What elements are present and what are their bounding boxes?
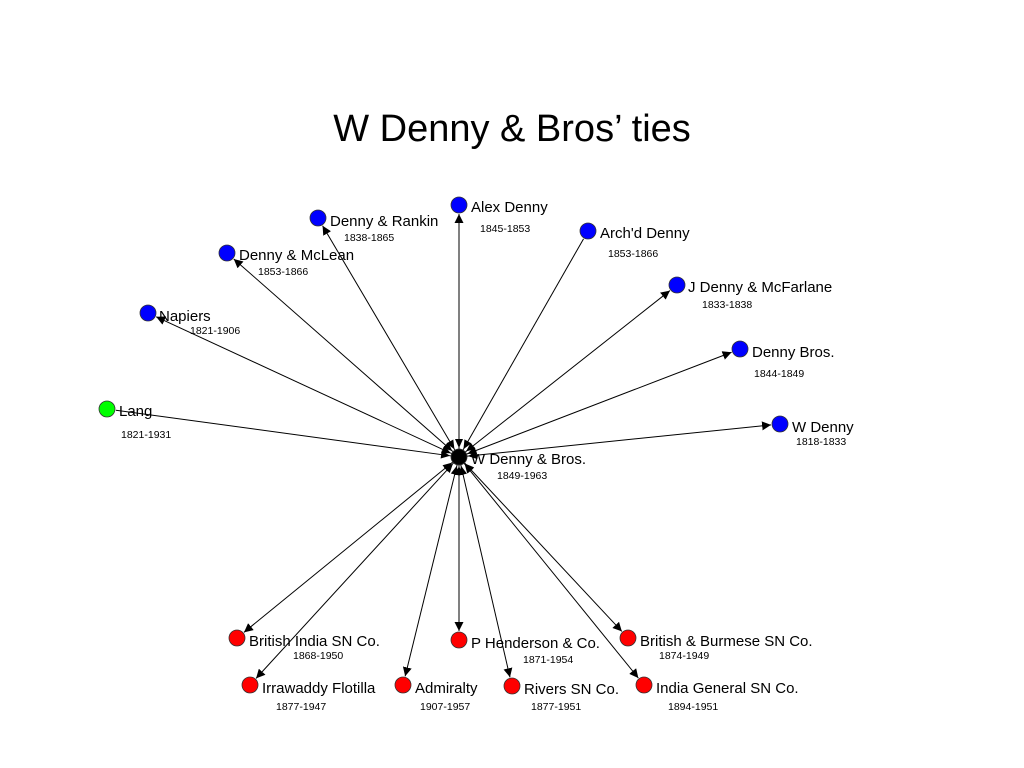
edge-archd-denny [461, 238, 584, 453]
node-alex-denny[interactable]: Alex Denny 1845-1853 [450, 196, 548, 235]
node-label: J Denny & McFarlane [688, 279, 832, 296]
node-years: 1838-1865 [344, 232, 394, 244]
edge-british-burmese [462, 461, 623, 632]
node-label: India General SN Co. [656, 680, 799, 697]
node-label: Napiers [159, 308, 211, 325]
center-arrowhead-irrawaddy [443, 463, 453, 473]
partner-node-marker[interactable] [450, 196, 468, 214]
node-label: Arch'd Denny [600, 225, 690, 242]
node-years: 1907-1957 [420, 701, 470, 713]
client-node-marker[interactable] [503, 677, 521, 695]
center-node-years: 1849-1963 [497, 470, 547, 482]
node-label: W Denny [792, 419, 854, 436]
center-arrowhead-rivers [459, 465, 467, 476]
center-arrowhead-denny-rankin [446, 439, 455, 450]
node-years: 1853-1866 [258, 266, 308, 278]
supplier-node-marker[interactable] [98, 400, 116, 418]
client-node-marker[interactable] [228, 629, 246, 647]
node-years: 1845-1853 [480, 223, 530, 235]
node-label: British India SN Co. [249, 633, 380, 650]
node-j-denny-mcfarlane[interactable]: J Denny & McFarlane 1833-1838 [668, 276, 832, 311]
node-british-india[interactable]: British India SN Co.1868-1950 [228, 629, 380, 662]
node-label: British & Burmese SN Co. [640, 633, 813, 650]
client-node-marker[interactable] [635, 676, 653, 694]
page-title: W Denny & Bros’ ties [333, 108, 691, 150]
edge-irrawaddy [255, 461, 456, 679]
node-years: 1894-1951 [668, 701, 718, 713]
node-layer: Alex Denny 1845-1853 Denny & Rankin 1838-18… [98, 196, 854, 713]
node-years: 1868-1950 [293, 650, 343, 662]
node-label: Admiralty [415, 680, 478, 697]
center-arrowhead-lang [440, 450, 451, 459]
node-admiralty[interactable]: Admiralty 1907-1957 [394, 676, 478, 713]
node-years: 1853-1866 [608, 248, 658, 260]
node-denny-mclean[interactable]: Denny & McLean 1853-1866 [218, 244, 354, 278]
node-label: Lang [119, 403, 152, 420]
node-years: 1818-1833 [796, 436, 846, 448]
node-years: 1821-1906 [190, 325, 240, 337]
client-node-marker[interactable] [394, 676, 412, 694]
center-arrowhead-napiers [440, 445, 451, 454]
node-years: 1821-1931 [121, 429, 171, 441]
node-label: Denny Bros. [752, 344, 835, 361]
node-denny-rankin[interactable]: Denny & Rankin 1838-1865 [309, 209, 438, 244]
node-label: Denny & Rankin [330, 213, 438, 230]
partner-node-marker[interactable] [731, 340, 749, 358]
node-british-burmese[interactable]: British & Burmese SN Co.1874-1949 [619, 629, 813, 662]
partner-node-marker[interactable] [309, 209, 327, 227]
edge-denny-bros [464, 351, 732, 456]
node-years: 1871-1954 [523, 654, 573, 666]
node-denny-bros[interactable]: Denny Bros. 1844-1849 [731, 340, 835, 380]
edge-british-india [243, 460, 455, 633]
client-node-marker[interactable] [619, 629, 637, 647]
node-lang[interactable]: Lang 1821-1931 [98, 400, 171, 441]
center-node-label: W Denny & Bros. [471, 451, 586, 468]
node-irrawaddy[interactable]: Irrawaddy Flotilla 1877-1947 [241, 676, 376, 713]
node-years: 1877-1947 [276, 701, 326, 713]
center-arrowhead-w-denny [467, 451, 478, 460]
partner-node-marker[interactable] [579, 222, 597, 240]
node-label: P Henderson & Co. [471, 635, 600, 652]
node-years: 1833-1838 [702, 299, 752, 311]
edge-rivers [459, 462, 513, 678]
edge-denny-rankin [322, 225, 457, 453]
node-label: Alex Denny [471, 199, 548, 216]
edge-admiralty [402, 462, 459, 677]
center-node-marker[interactable] [450, 448, 468, 466]
node-center-w-denny-bros[interactable]: W Denny & Bros. 1849-1963 [450, 448, 586, 482]
center-arrowhead-india-general [464, 463, 474, 474]
partner-node-marker[interactable] [139, 304, 157, 322]
edge-india-general [462, 461, 639, 679]
node-label: Rivers SN Co. [524, 681, 619, 698]
client-node-marker[interactable] [450, 631, 468, 649]
edge-j-denny-mcfarlane [463, 290, 671, 454]
client-node-marker[interactable] [241, 676, 259, 694]
edge-layer [115, 214, 772, 679]
edge-denny-mclean [233, 258, 455, 454]
node-years: 1844-1849 [754, 368, 804, 380]
node-p-henderson[interactable]: P Henderson & Co. 1871-1954 [450, 631, 600, 666]
node-label: Irrawaddy Flotilla [262, 680, 376, 697]
partner-node-marker[interactable] [771, 415, 789, 433]
edge-w-denny [464, 421, 772, 457]
node-label: Denny & McLean [239, 247, 354, 264]
edge-napiers [155, 316, 454, 455]
node-years: 1874-1949 [659, 650, 709, 662]
partner-node-marker[interactable] [668, 276, 686, 294]
node-rivers[interactable]: Rivers SN Co. 1877-1951 [503, 677, 619, 713]
center-arrowhead-archd-denny [463, 439, 472, 450]
node-years: 1877-1951 [531, 701, 581, 713]
node-archd-denny[interactable]: Arch'd Denny 1853-1866 [579, 222, 690, 260]
edge-lang [115, 409, 454, 457]
node-india-general[interactable]: India General SN Co. 1894-1951 [635, 676, 799, 713]
partner-node-marker[interactable] [218, 244, 236, 262]
center-arrowhead-alex-denny [455, 439, 463, 448]
